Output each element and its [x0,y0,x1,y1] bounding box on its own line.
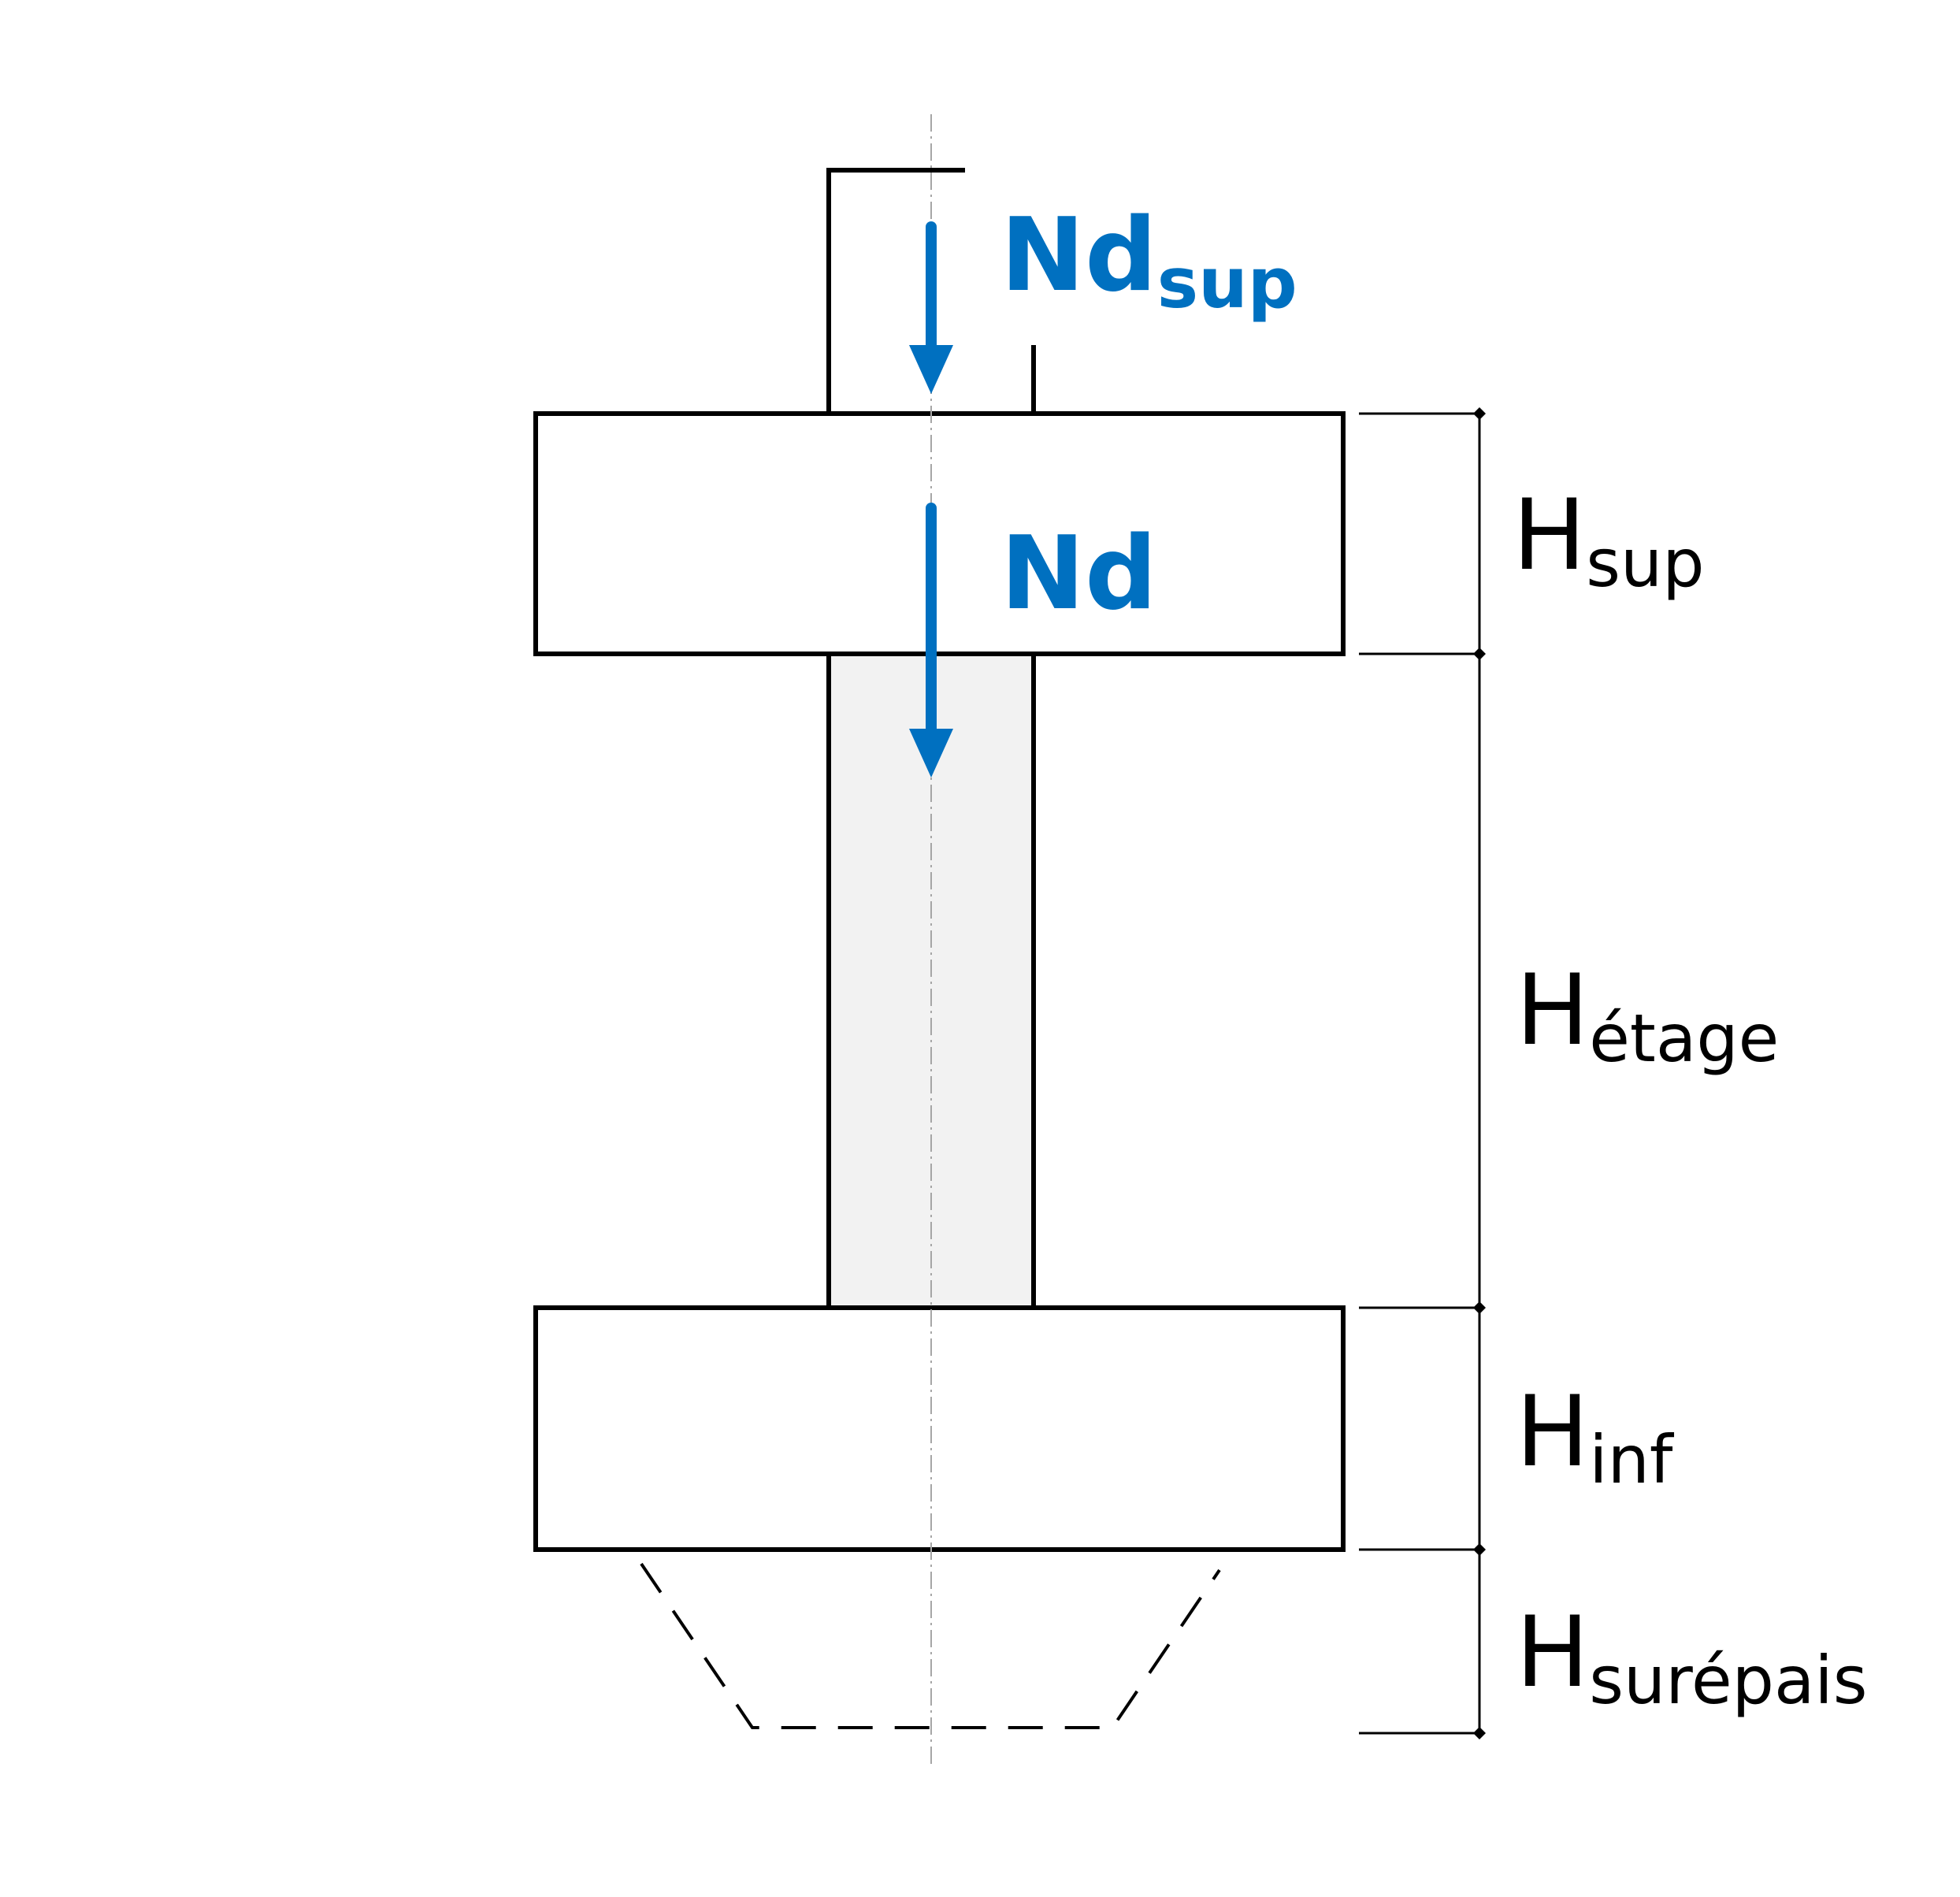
drop-panel-outline [640,1562,1221,1729]
force-label-column: Nd [1000,515,1157,633]
lower-slab [533,1305,1346,1552]
dimension-label-inf: Hinf [1516,1375,1675,1498]
force-arrow-column [909,503,953,778]
dimension-label-sup: Hsup [1513,479,1705,602]
upper-slab [533,411,1346,656]
dimension-label-surepais: Hsurépais [1516,1596,1868,1719]
dimension-ticks [1473,407,1486,1739]
dimension-label-etage: Hétage [1516,954,1779,1077]
upper-column-outline [826,168,1036,414]
force-arrow-top [909,221,953,394]
dimension-chain [1359,412,1481,1735]
force-label-top: Ndsup [1000,197,1297,324]
